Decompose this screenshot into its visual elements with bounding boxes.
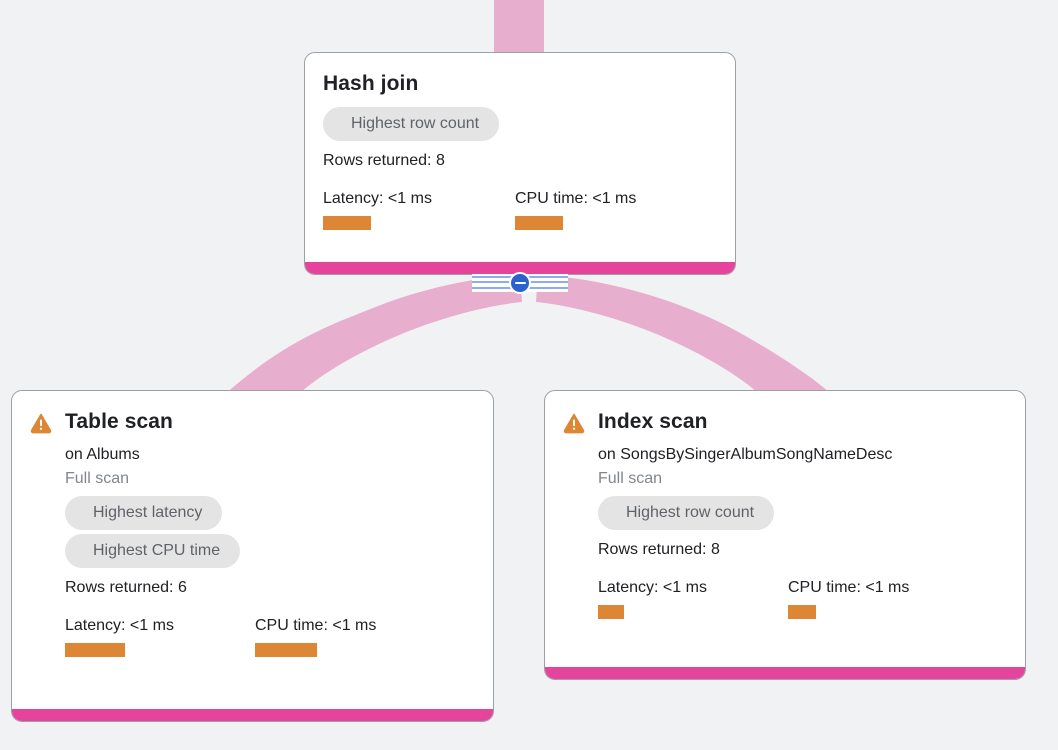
node-metrics: Latency: <1 ms CPU time: <1 ms: [65, 616, 475, 657]
metric-cpu-time-label: CPU time: <1 ms: [255, 617, 377, 634]
node-body: Hash join Highest row count Rows returne…: [305, 53, 735, 262]
metric-cpu-time-bar: [515, 216, 563, 230]
edge-left-ribbon: [230, 278, 518, 392]
warning-triangle-icon: [30, 413, 52, 434]
metric-latency-label: Latency: <1 ms: [323, 190, 432, 207]
node-footer-bar: [12, 709, 493, 721]
node-subtitle: on Albums: [65, 446, 140, 463]
metric-latency-bar: [65, 643, 125, 657]
chip-highest-row-count: Highest row count: [323, 107, 500, 141]
node-chips: Highest row count: [598, 496, 1007, 530]
chip-highest-cpu-time: Highest CPU time: [65, 534, 241, 568]
rows-returned: Rows returned: 8: [598, 541, 720, 558]
metric-cpu-time-label: CPU time: <1 ms: [788, 579, 910, 596]
collapse-toggle-hash-join[interactable]: [472, 272, 568, 294]
node-chips: Highest latency Highest CPU time: [65, 496, 475, 568]
node-header: Hash join: [323, 71, 717, 97]
chip-highest-latency: Highest latency: [65, 496, 223, 530]
edge-right-ribbon: [540, 278, 828, 392]
node-body: Index scan on SongsBySingerAlbumSongName…: [545, 391, 1025, 667]
node-chips: Highest row count: [323, 103, 717, 141]
metric-cpu-time: CPU time: <1 ms: [788, 578, 909, 619]
metric-latency-bar: [598, 605, 624, 619]
node-scan-type: Full scan: [598, 470, 663, 487]
plan-node-hash-join[interactable]: Hash join Highest row count Rows returne…: [304, 52, 736, 275]
metric-cpu-time-bar: [255, 643, 317, 657]
metric-cpu-time-label: CPU time: <1 ms: [515, 190, 637, 207]
edge-hash-join-to-table-scan: [229, 283, 512, 392]
metric-latency: Latency: <1 ms: [65, 616, 255, 657]
rows-returned: Rows returned: 8: [323, 152, 445, 169]
rows-returned: Rows returned: 6: [65, 579, 187, 596]
node-title: Hash join: [323, 72, 419, 95]
node-subtitle: on SongsBySingerAlbumSongNameDesc: [598, 446, 893, 463]
node-body: Table scan on Albums Full scan Highest l…: [12, 391, 493, 709]
plan-node-index-scan[interactable]: Index scan on SongsBySingerAlbumSongName…: [544, 390, 1026, 680]
metric-cpu-time: CPU time: <1 ms: [255, 616, 376, 657]
warning-triangle-icon: [563, 413, 585, 434]
metric-latency-label: Latency: <1 ms: [65, 617, 174, 634]
edge-incoming-hash-join: [494, 0, 544, 56]
edge-right-ribbon-thick: [538, 276, 830, 393]
edge-hash-join-to-index-scan: [536, 275, 830, 393]
metric-latency: Latency: <1 ms: [598, 578, 788, 619]
metric-cpu-time-bar: [788, 605, 816, 619]
node-title: Index scan: [598, 410, 708, 433]
edge-hash-join-to-table-scan-body: [228, 280, 516, 392]
node-footer-bar: [545, 667, 1025, 679]
node-title: Table scan: [65, 410, 173, 433]
metric-latency-bar: [323, 216, 371, 230]
node-metrics: Latency: <1 ms CPU time: <1 ms: [323, 189, 717, 230]
plan-node-table-scan[interactable]: Table scan on Albums Full scan Highest l…: [11, 390, 494, 722]
metric-latency: Latency: <1 ms: [323, 189, 515, 230]
node-scan-type: Full scan: [65, 470, 130, 487]
chip-highest-row-count: Highest row count: [598, 496, 775, 530]
node-metrics: Latency: <1 ms CPU time: <1 ms: [598, 578, 1007, 619]
metric-cpu-time: CPU time: <1 ms: [515, 189, 636, 230]
node-header: Table scan on Albums Full scan Highest l…: [30, 409, 475, 657]
metric-latency-label: Latency: <1 ms: [598, 579, 707, 596]
node-header: Index scan on SongsBySingerAlbumSongName…: [563, 409, 1007, 619]
node-footer-bar: [305, 262, 735, 274]
minus-circle-icon[interactable]: [509, 272, 531, 294]
